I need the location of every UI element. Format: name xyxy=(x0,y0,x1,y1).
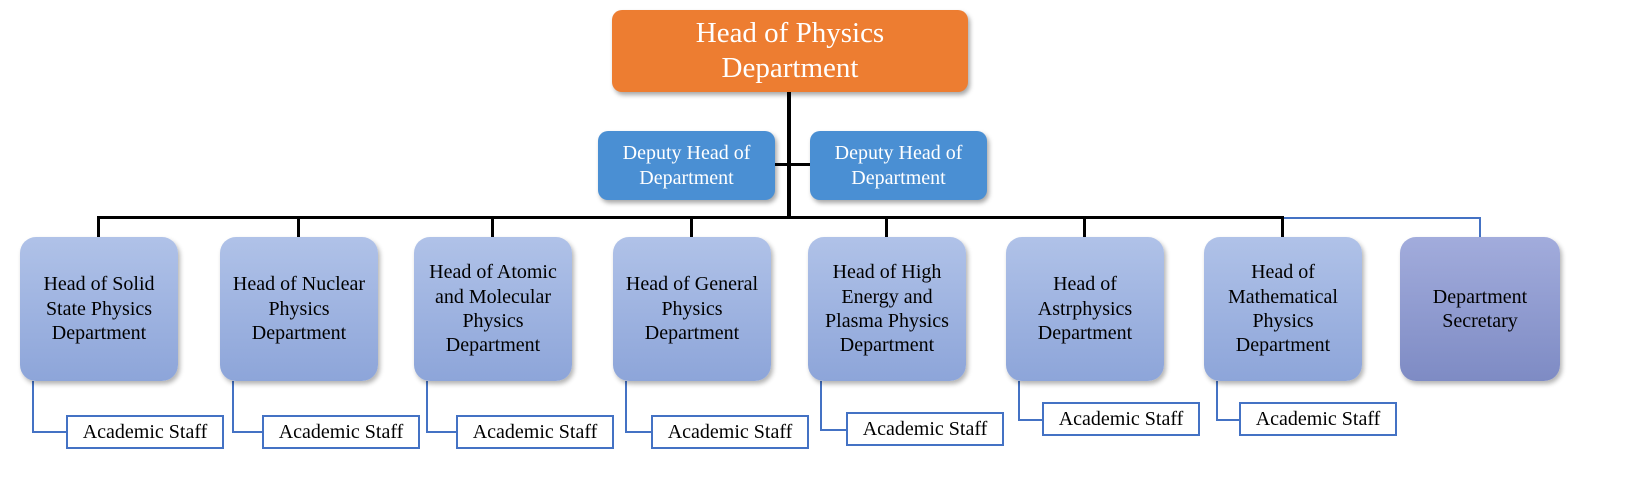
connector-drop-dept-7 xyxy=(1281,216,1284,237)
connector-staff-1-horizontal xyxy=(32,431,66,433)
node-dept-atomic-molecular-physics: Head of Atomic and Molecular Physics Dep… xyxy=(414,237,572,381)
node-dept-solid-state-physics-label: Head of Solid State Physics Department xyxy=(43,273,155,345)
connector-staff-4-horizontal xyxy=(625,431,651,433)
node-dept-mathematical-physics-label: Head of Mathematical Physics Department xyxy=(1228,261,1338,357)
connector-staff-2-horizontal xyxy=(232,431,262,433)
connector-secretary-drop xyxy=(1479,217,1481,237)
node-academic-staff-6-label: Academic Staff xyxy=(1058,407,1184,430)
node-head-of-physics-department: Head of Physics Department xyxy=(612,10,968,92)
node-academic-staff-1-label: Academic Staff xyxy=(82,420,208,443)
node-academic-staff-4: Academic Staff xyxy=(651,415,809,449)
node-head-of-physics-department-label: Head of Physics Department xyxy=(695,17,885,84)
connector-secretary-horizontal xyxy=(1284,217,1481,219)
node-academic-staff-6: Academic Staff xyxy=(1042,402,1200,436)
node-dept-solid-state-physics: Head of Solid State Physics Department xyxy=(20,237,178,381)
connector-staff-6-vertical xyxy=(1018,381,1020,421)
node-dept-astrophysics: Head of Astrphysics Department xyxy=(1006,237,1164,381)
connector-drop-dept-6 xyxy=(1083,216,1086,237)
node-deputy-head-1: Deputy Head of Department xyxy=(598,131,775,200)
node-academic-staff-3-label: Academic Staff xyxy=(472,420,598,443)
connector-drop-dept-1 xyxy=(97,216,100,237)
connector-staff-7-horizontal xyxy=(1216,419,1239,421)
node-dept-atomic-molecular-physics-label: Head of Atomic and Molecular Physics Dep… xyxy=(429,261,557,357)
node-dept-general-physics-label: Head of General Physics Department xyxy=(625,273,759,345)
connector-drop-dept-5 xyxy=(885,216,888,237)
connector-staff-5-horizontal xyxy=(820,429,846,431)
node-deputy-head-1-label: Deputy Head of Department xyxy=(622,142,751,189)
connector-staff-5-vertical xyxy=(820,381,822,431)
node-dept-nuclear-physics: Head of Nuclear Physics Department xyxy=(220,237,378,381)
node-dept-astrophysics-label: Head of Astrphysics Department xyxy=(1037,273,1133,345)
connector-staff-6-horizontal xyxy=(1018,419,1042,421)
connector-staff-7-vertical xyxy=(1216,381,1218,421)
connector-drop-dept-3 xyxy=(491,216,494,237)
connector-deputy-bridge xyxy=(773,163,812,166)
connector-staff-2-vertical xyxy=(232,381,234,433)
connector-staff-3-horizontal xyxy=(426,431,456,433)
node-deputy-head-2: Deputy Head of Department xyxy=(810,131,987,200)
connector-staff-1-vertical xyxy=(32,381,34,433)
node-dept-high-energy-plasma-physics: Head of High Energy and Plasma Physics D… xyxy=(808,237,966,381)
connector-root-stem xyxy=(787,92,791,219)
connector-staff-3-vertical xyxy=(426,381,428,433)
node-academic-staff-7-label: Academic Staff xyxy=(1255,407,1381,430)
node-academic-staff-3: Academic Staff xyxy=(456,415,614,449)
node-dept-nuclear-physics-label: Head of Nuclear Physics Department xyxy=(232,273,366,345)
connector-staff-4-vertical xyxy=(625,381,627,433)
connector-drop-dept-4 xyxy=(690,216,693,237)
node-academic-staff-2: Academic Staff xyxy=(262,415,420,449)
node-dept-high-energy-plasma-physics-label: Head of High Energy and Plasma Physics D… xyxy=(825,261,949,357)
node-dept-general-physics: Head of General Physics Department xyxy=(613,237,771,381)
node-dept-mathematical-physics: Head of Mathematical Physics Department xyxy=(1204,237,1362,381)
node-academic-staff-2-label: Academic Staff xyxy=(278,420,404,443)
node-academic-staff-7: Academic Staff xyxy=(1239,402,1397,436)
node-academic-staff-1: Academic Staff xyxy=(66,415,224,449)
node-academic-staff-5: Academic Staff xyxy=(846,412,1004,446)
node-department-secretary: Department Secretary xyxy=(1400,237,1560,381)
connector-drop-dept-2 xyxy=(297,216,300,237)
node-academic-staff-4-label: Academic Staff xyxy=(667,420,793,443)
node-deputy-head-2-label: Deputy Head of Department xyxy=(834,142,963,189)
node-academic-staff-5-label: Academic Staff xyxy=(862,417,988,440)
node-department-secretary-label: Department Secretary xyxy=(1432,285,1528,332)
